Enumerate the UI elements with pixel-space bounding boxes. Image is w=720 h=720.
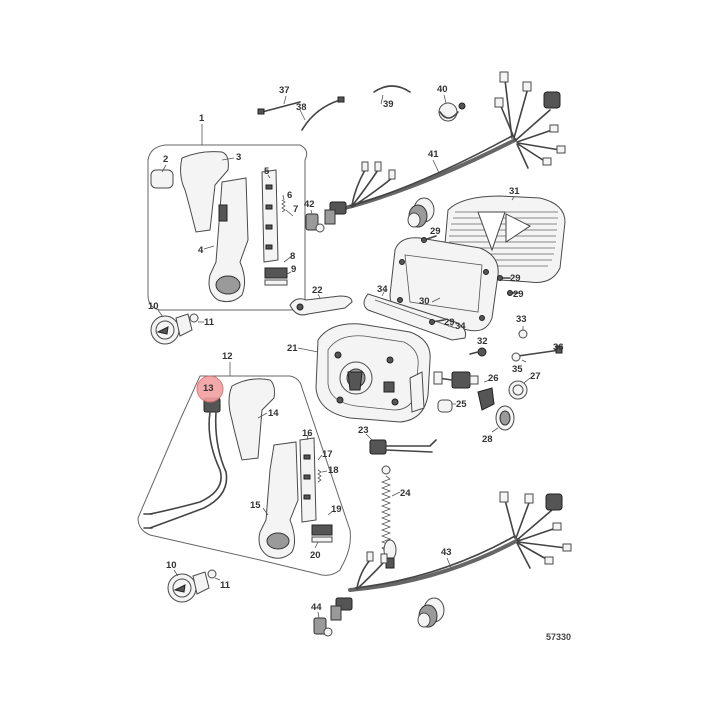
part-42-connector [305,209,325,233]
callout-10b: 10 [166,560,177,571]
part-26-switch [433,371,495,411]
callout-43: 43 [441,547,452,558]
part-28-grommet [491,405,515,433]
callout-21: 21 [287,343,298,354]
callout-38: 38 [296,102,307,113]
callout-42: 42 [304,199,315,210]
figure-number: 57330 [546,632,571,642]
callout-32: 32 [477,336,488,347]
group-1-handle-assembly [147,124,308,311]
callout-14: 14 [268,408,279,419]
callout-17: 17 [322,449,333,460]
callout-41: 41 [428,149,439,160]
part-16-shape [299,437,317,523]
part-15-shape [258,441,299,559]
callout-15: 15 [250,500,261,511]
callout-29b: 29 [510,273,521,284]
callout-31: 31 [509,186,520,197]
callout-11b: 11 [220,580,231,591]
part-2-shape [150,169,174,189]
part-5-shape [261,169,279,263]
part-13-highlight [196,375,224,403]
part-21-housing [297,323,431,423]
callout-18: 18 [328,465,339,476]
part-43-harness [330,491,572,628]
part-3-shape [180,151,229,233]
part-25-plug [437,399,456,413]
callout-33: 33 [516,314,527,325]
callout-23: 23 [358,425,369,436]
callout-24: 24 [400,488,411,499]
callout-20: 20 [310,550,321,561]
callout-12: 12 [222,351,233,362]
callout-30: 30 [419,296,430,307]
callout-25: 25 [456,399,467,410]
part-14-shape [228,378,275,461]
part-32-screw [469,347,487,357]
callout-19: 19 [331,504,342,515]
part-22-clip [289,293,353,316]
part-39-clip [373,85,411,105]
callout-29a: 29 [430,226,441,237]
callout-labels: 1 2 3 4 5 6 7 8 9 10 11 12 13 14 15 16 1… [148,84,564,613]
callout-44: 44 [311,602,322,613]
callout-35: 35 [512,364,523,375]
callout-28: 28 [482,434,493,445]
callout-22: 22 [312,285,323,296]
callout-36: 36 [553,342,564,353]
callout-10: 10 [148,301,159,312]
part-27-ring [508,377,531,400]
part-41-harness [324,71,566,228]
callout-39: 39 [383,99,394,110]
callout-11: 11 [204,317,215,328]
callout-29d: 29 [444,317,455,328]
part-23-lanyard-switch [365,433,437,455]
callout-5: 5 [264,166,270,177]
group-12-handle-assembly [137,362,351,576]
callout-29c: 29 [513,289,524,300]
callout-1: 1 [199,113,205,124]
callout-6: 6 [287,190,292,201]
callout-2: 2 [163,154,168,165]
callout-34a: 34 [377,284,388,295]
callout-26: 26 [488,373,499,384]
part-40-clamp [438,94,466,122]
callout-8: 8 [290,251,295,262]
callout-13: 13 [203,383,214,394]
part-24-lanyard [380,465,401,569]
part-4-shape [208,177,249,303]
part-10-knob-lower [167,569,221,603]
callout-34b: 34 [455,321,466,332]
callout-9: 9 [291,264,296,275]
part-44-connector [313,611,333,637]
callout-7: 7 [293,204,298,215]
callout-27: 27 [530,371,541,382]
part-33-35-36-bolt [511,326,563,363]
callout-3: 3 [236,152,241,163]
callout-37: 37 [279,85,290,96]
part-10-knob-upper [150,309,204,345]
callout-40: 40 [437,84,448,95]
part-30-plate [363,235,519,341]
callout-4: 4 [198,245,204,256]
callout-16: 16 [302,428,313,439]
part-37-38-wire [257,95,345,131]
